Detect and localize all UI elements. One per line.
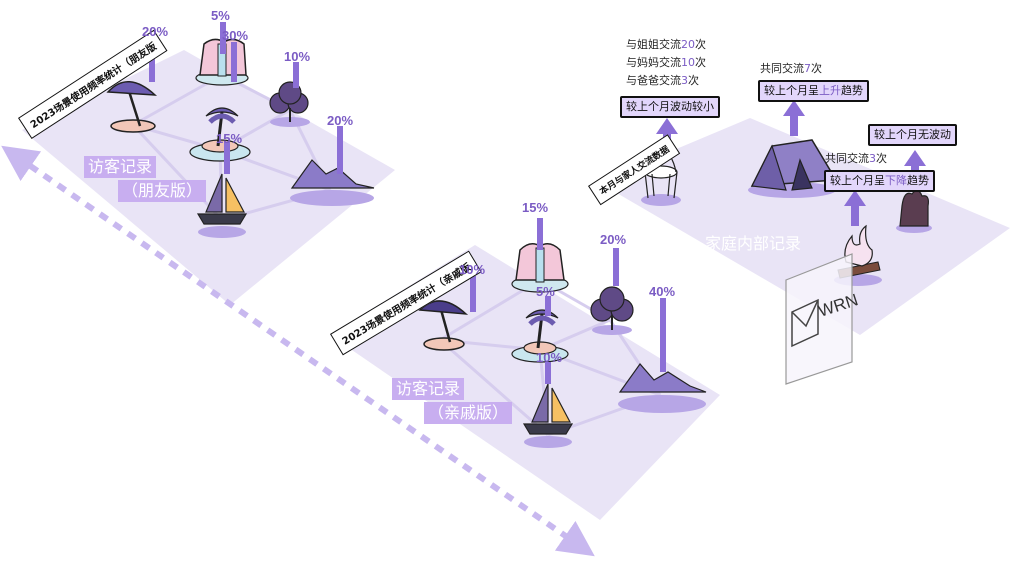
friends-sailboat-icon: [196, 173, 248, 238]
note-sister: 与姐姐交流20次: [626, 38, 706, 51]
tent-note: 共同交流7次: [760, 62, 822, 75]
relatives-pct-mountain: 40%: [649, 284, 676, 299]
warning-sign-icon: [785, 253, 853, 385]
friends-pct-waterfall: 5%: [211, 8, 230, 23]
fire-trend-box: 较上个月呈下降趋势: [824, 170, 935, 192]
friends-visitor-sublabel: （朋友版）: [118, 180, 207, 202]
friends-pct-island: 30%: [222, 28, 249, 43]
relatives-bars: [470, 218, 666, 384]
relatives-tree-icon: [590, 286, 634, 335]
friends-pct-mountain: 20%: [327, 113, 354, 128]
home-platform: [598, 118, 1010, 335]
chair-trend-box: 较上个月波动较小: [620, 96, 720, 118]
plant-trend-box: 较上个月无波动: [868, 124, 957, 146]
home-arrows: [656, 100, 926, 226]
relatives-sailboat-icon: [522, 383, 574, 448]
friends-visitor-label: 访客记录: [84, 156, 157, 178]
relatives-visitor-label: 访客记录: [392, 378, 465, 400]
note-dad: 与爸爸交流3次: [626, 74, 699, 87]
tent-trend-box: 较上个月呈上升趋势: [758, 80, 869, 102]
timeline-arrow: [1, 145, 595, 557]
relatives-mountain-icon: [618, 363, 707, 413]
fire-note: 共同交流3次: [825, 152, 887, 165]
friends-bars: [149, 22, 343, 174]
relatives-island-icon: [511, 309, 569, 363]
friends-beach-umbrella-icon: [106, 81, 158, 133]
home-title: 家庭内部记录: [705, 234, 802, 253]
friends-tree-icon: [269, 81, 310, 127]
relatives-visitor-sublabel: （亲戚版）: [424, 402, 513, 424]
friends-pct-beach: 20%: [142, 24, 169, 39]
relatives-waterfall-icon: [511, 243, 569, 293]
relatives-pct-boat: 10%: [536, 350, 563, 365]
relatives-pct-beach: 10%: [459, 262, 486, 277]
friends-pct-tree: 10%: [284, 49, 311, 64]
tent-icon: [748, 139, 838, 198]
relatives-pct-tree: 20%: [600, 232, 627, 247]
chair-notes: 与姐姐交流20次 与妈妈交流10次 与爸爸交流3次: [626, 36, 706, 90]
chair-icon: [641, 149, 681, 206]
relatives-pct-island: 5%: [536, 284, 555, 299]
relatives-pct-waterfall: 15%: [522, 200, 549, 215]
note-mom: 与妈妈交流10次: [626, 56, 706, 69]
friends-pct-boat: 15%: [216, 131, 243, 146]
